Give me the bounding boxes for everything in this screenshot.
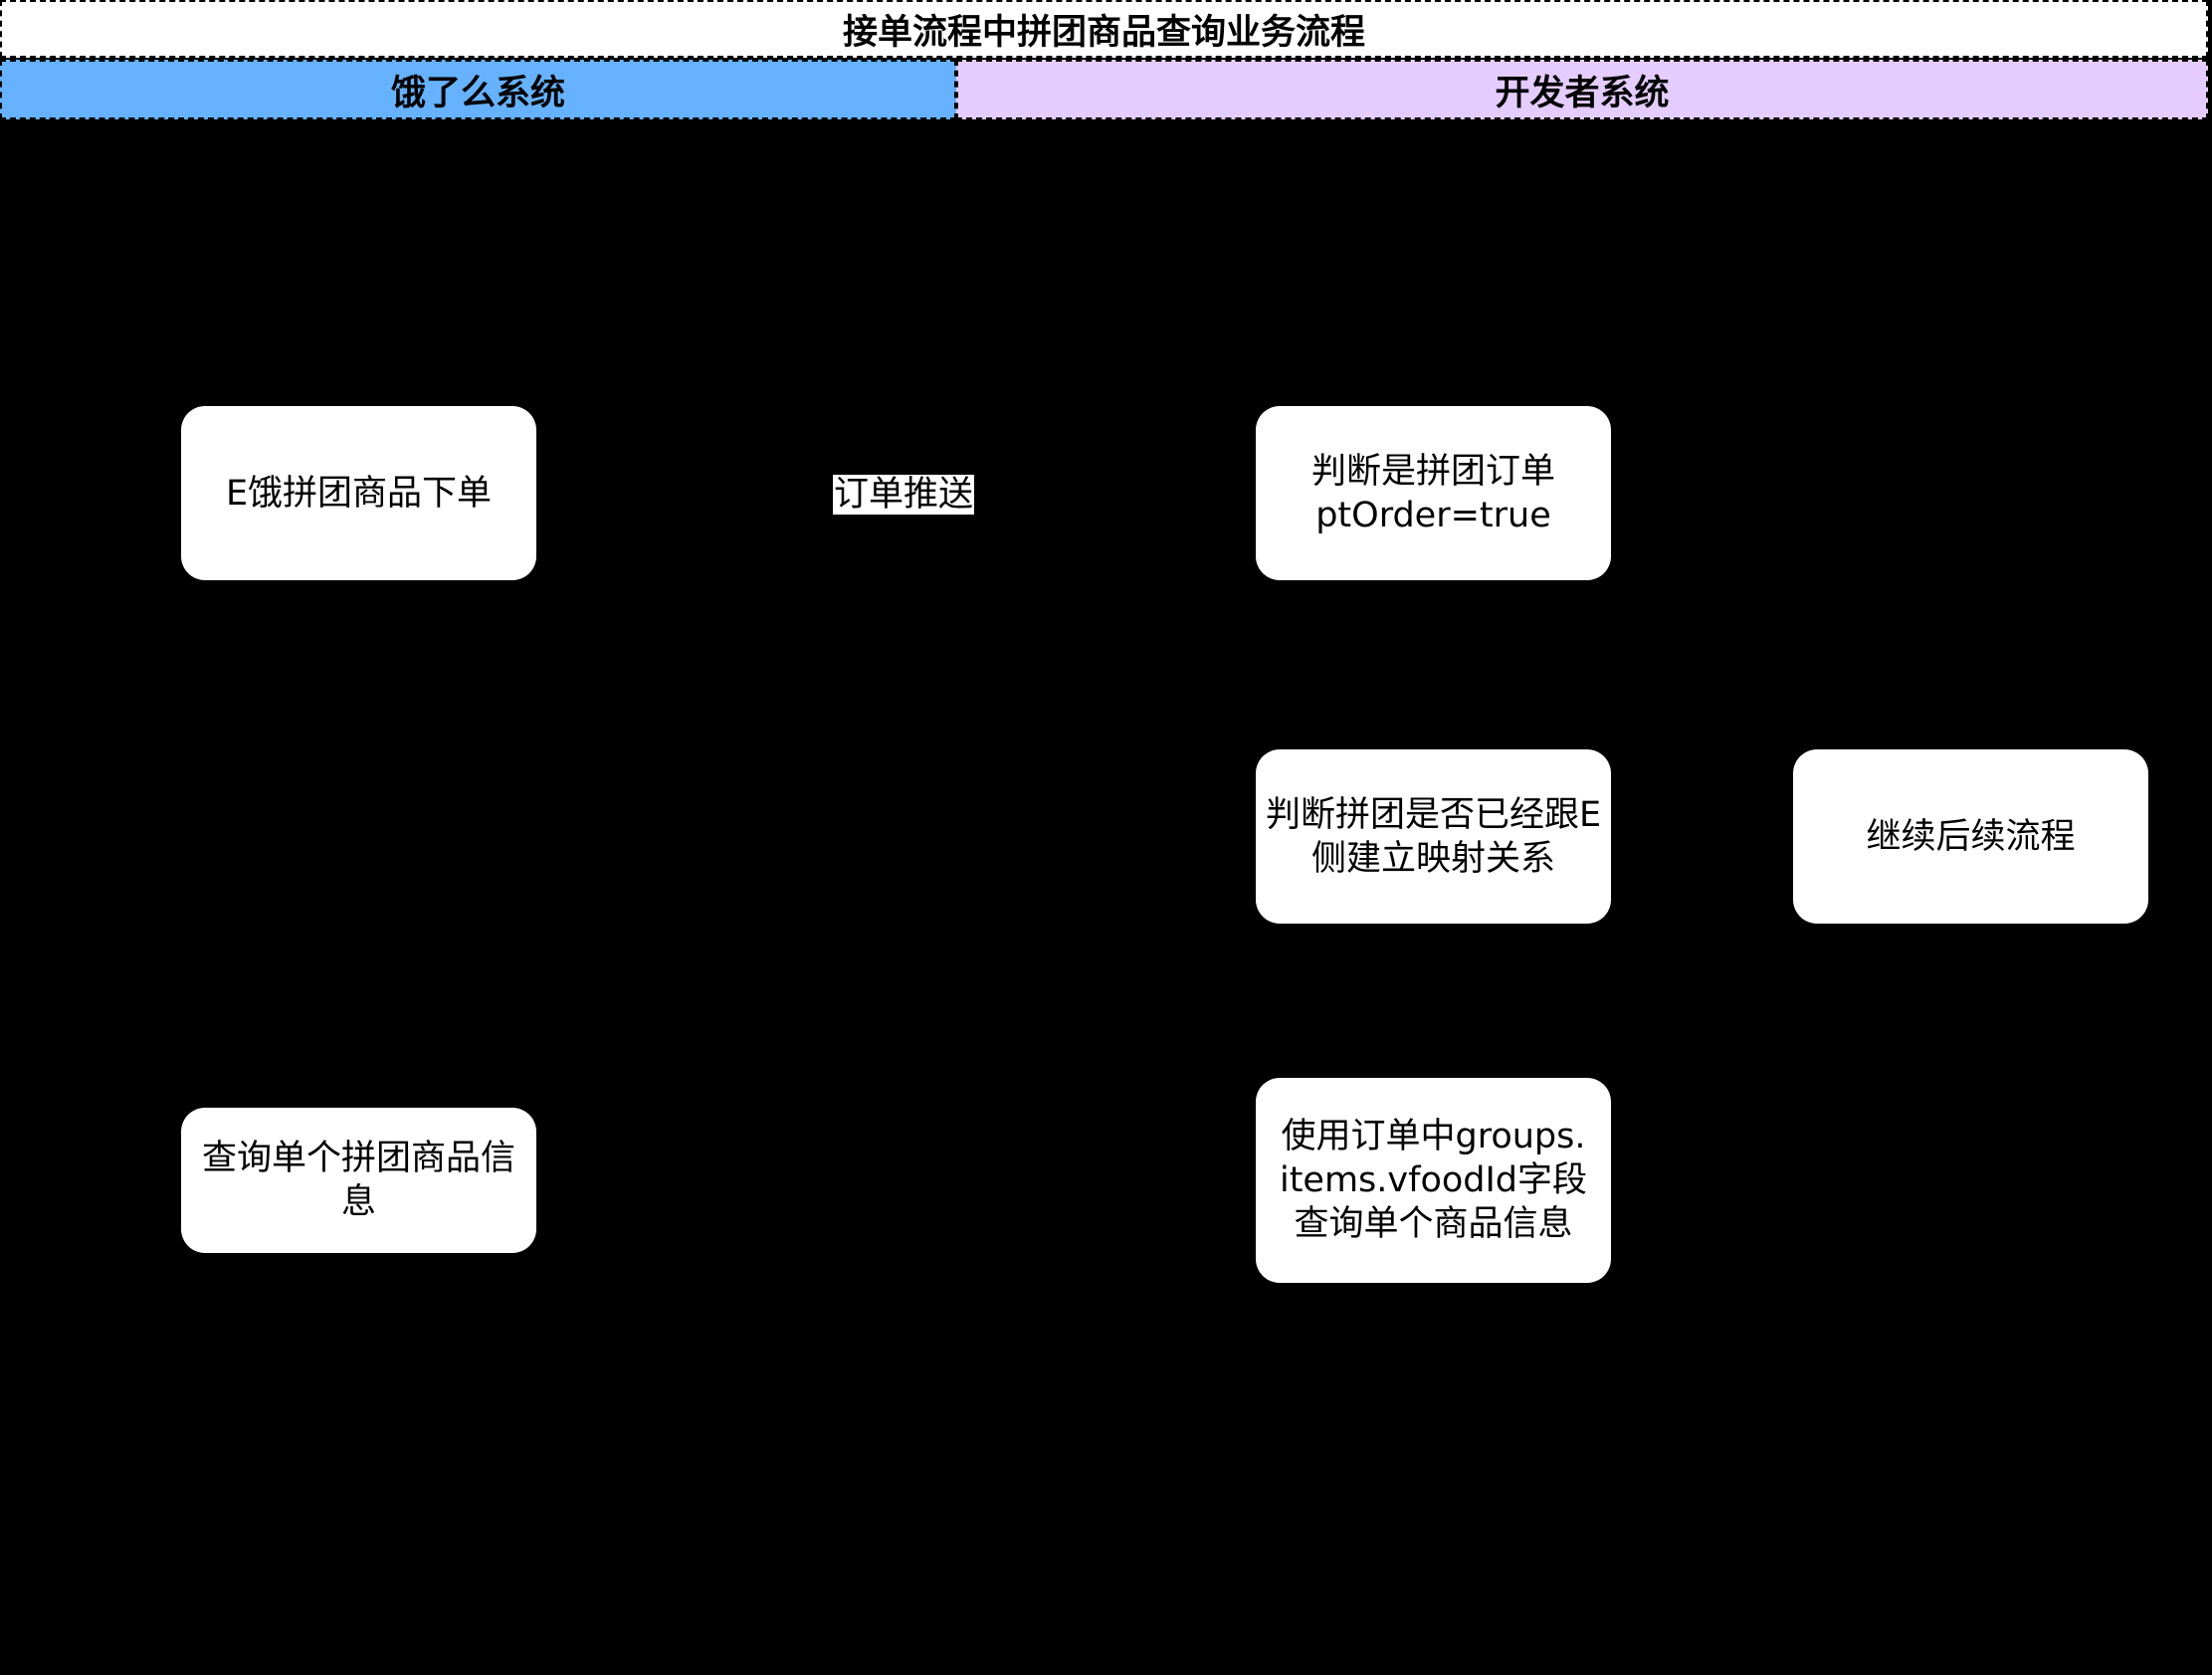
node-query-single-item-label: 查询单个拼团商品信 息 — [201, 1139, 515, 1222]
node-query-with-vfoodid: 使用订单中groups. items.vfoodId字段 查询单个商品信息 — [1256, 1078, 1611, 1283]
diagram-title: 接单流程中拼团商品查询业务流程 — [0, 0, 2208, 58]
node-query-with-vfoodid-label: 使用订单中groups. items.vfoodId字段 查询单个商品信息 — [1279, 1117, 1588, 1244]
edge-label-order-push: 订单推送 — [833, 475, 975, 515]
node-continue-flow: 继续后续流程 — [1793, 749, 2148, 924]
node-check-mapping: 判断拼团是否已经跟E 侧建立映射关系 — [1256, 749, 1611, 924]
node-place-order: E饿拼团商品下单 — [181, 406, 536, 580]
lane-header-developer: 开发者系统 — [956, 60, 2208, 119]
node-continue-flow-label: 继续后续流程 — [1866, 816, 2076, 857]
node-place-order-label: E饿拼团商品下单 — [225, 473, 493, 514]
node-check-group-order-label: 判断是拼团订单 ptOrder=true — [1310, 451, 1555, 535]
lane-header-eleme: 饿了么系统 — [0, 60, 956, 119]
node-query-single-item: 查询单个拼团商品信 息 — [181, 1108, 536, 1253]
node-check-mapping-label: 判断拼团是否已经跟E 侧建立映射关系 — [1265, 794, 1602, 879]
node-check-group-order: 判断是拼团订单 ptOrder=true — [1256, 406, 1611, 580]
